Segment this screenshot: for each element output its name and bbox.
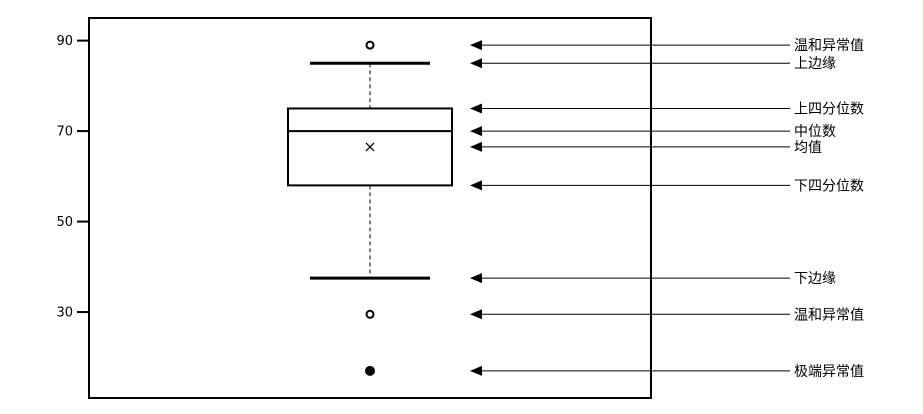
annotation-arrowhead [470, 309, 482, 320]
annotation-arrowhead [470, 273, 482, 284]
mean-marker [365, 142, 375, 152]
annotation-arrowhead [470, 126, 482, 137]
annotation-label-mild-outlier-low: 温和异常值 [794, 307, 864, 323]
y-tick-label: 90 [56, 34, 73, 49]
plot-frame [88, 17, 652, 399]
y-axis: 30 50 70 90 [56, 34, 89, 321]
annotation-arrowhead [470, 40, 482, 51]
annotation-arrowhead [470, 180, 482, 191]
y-tick-label: 50 [56, 215, 73, 230]
mild-outlier-point [365, 309, 375, 319]
annotation-arrowhead [470, 103, 482, 114]
annotation-label-median: 中位数 [794, 124, 836, 140]
annotation-arrowhead [470, 141, 482, 152]
annotation-label-mean: 均值 [794, 140, 822, 156]
y-tick-label: 30 [56, 306, 73, 321]
y-tick-label: 70 [56, 125, 73, 140]
annotation-label-q1: 下四分位数 [794, 178, 864, 194]
annotation-arrowhead [470, 365, 482, 376]
extreme-outlier-point [365, 365, 375, 376]
annotation-label-extreme-outlier: 极端异常值 [794, 364, 864, 380]
annotation-label-mild-outlier-high: 温和异常值 [794, 38, 864, 54]
annotation-label-q3: 上四分位数 [794, 101, 864, 117]
annotation-label-lower-whisker: 下边缘 [794, 271, 836, 287]
mild-outlier-point [365, 40, 375, 50]
annotation-label-upper-whisker: 上边缘 [794, 56, 836, 72]
interquartile-box [287, 107, 453, 187]
box-plot [287, 40, 453, 376]
annotation-arrowhead [470, 58, 482, 69]
